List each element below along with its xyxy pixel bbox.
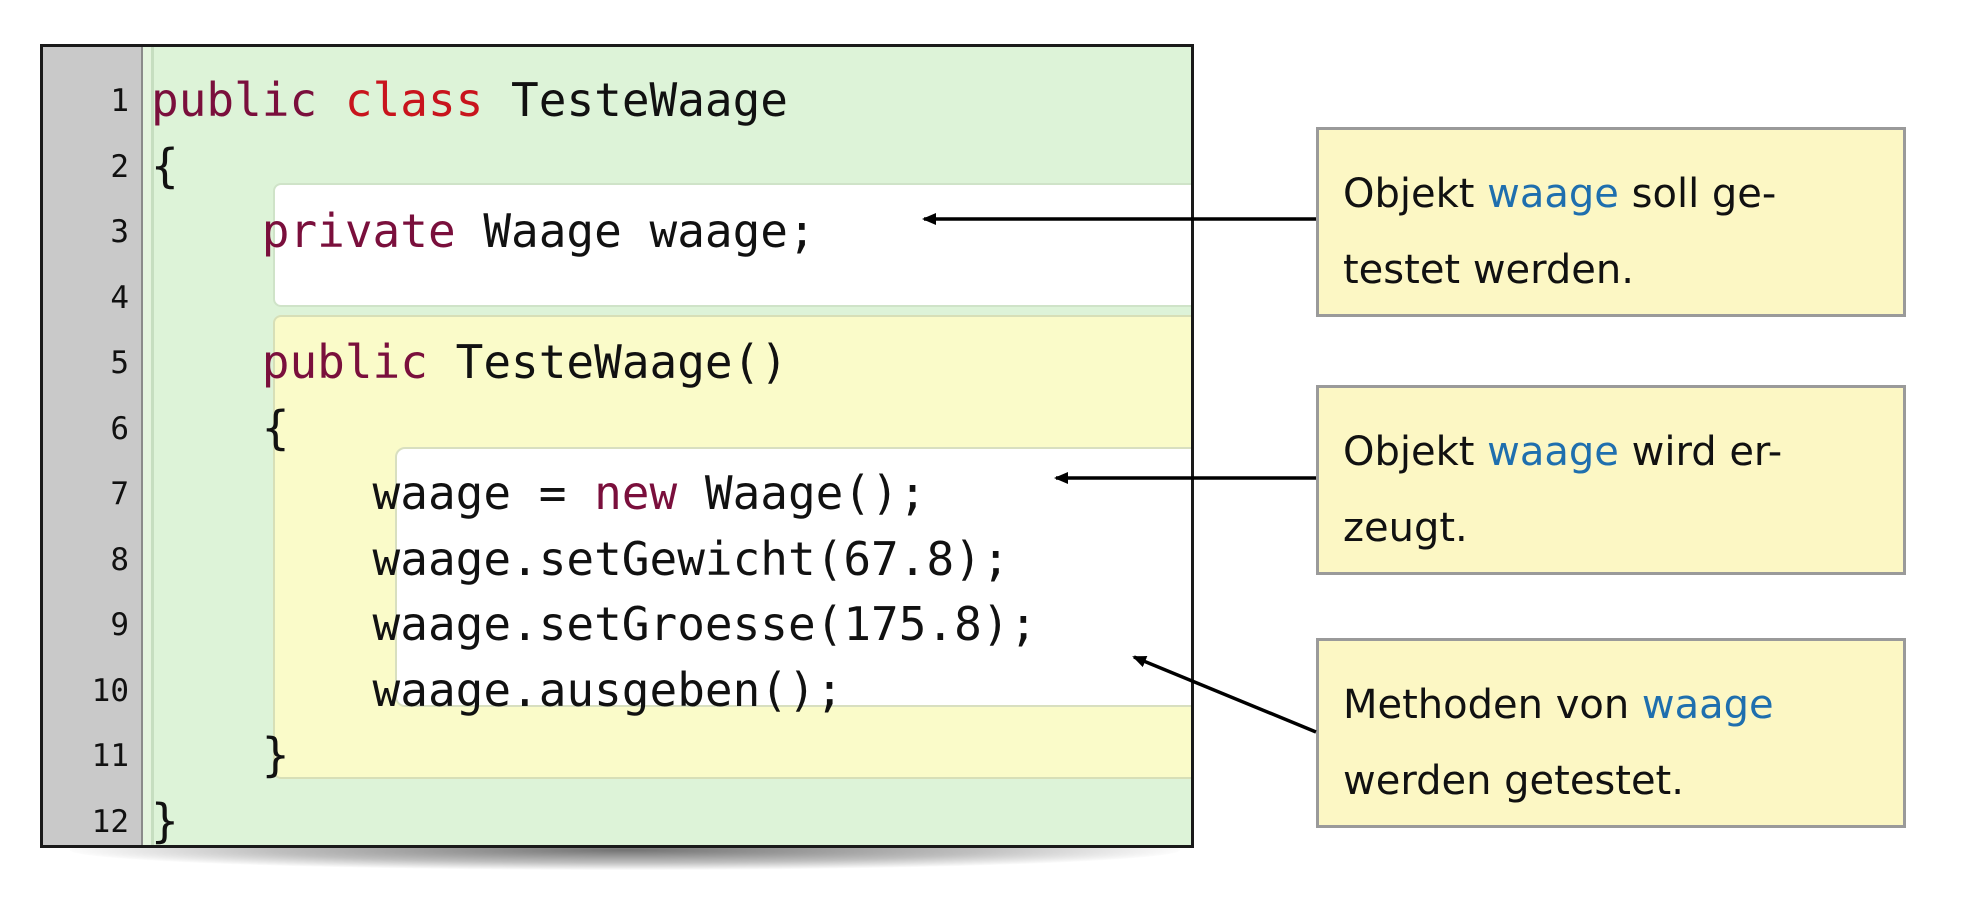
field-scope-block <box>273 183 1191 307</box>
note-test-methods: Methoden von waage werden getestet. <box>1316 638 1906 828</box>
code-keyword: public <box>261 335 428 389</box>
line-number: 3 <box>110 214 129 250</box>
code-token: Waage waage; <box>455 204 816 258</box>
arrow-to-method-calls <box>1132 655 1317 734</box>
note-highlight: waage <box>1487 171 1619 217</box>
code-line: public class TesteWaage <box>151 73 788 127</box>
note-text: zeugt. <box>1343 505 1468 551</box>
code-token: } <box>151 728 290 782</box>
line-number: 1 <box>110 83 129 119</box>
code-line: waage.ausgeben(); <box>151 662 844 717</box>
line-number: 11 <box>91 738 129 774</box>
code-line: { <box>151 139 179 193</box>
code-line: waage = new Waage(); <box>151 466 927 520</box>
code-line: { <box>151 400 290 455</box>
line-number: 2 <box>110 148 129 185</box>
code-token: waage = <box>151 466 595 520</box>
code-token: waage.setGewicht(67.8); <box>151 531 1010 586</box>
code-line: } <box>151 728 290 782</box>
note-highlight: waage <box>1487 429 1619 475</box>
line-number: 7 <box>110 476 129 512</box>
code-token: { <box>151 400 290 455</box>
code-keyword: new <box>594 466 678 520</box>
line-number: 9 <box>110 607 129 643</box>
note-text: Objekt <box>1343 429 1488 475</box>
constructor-body-block <box>395 447 1191 707</box>
code-line: public TesteWaage() <box>151 335 788 389</box>
note-highlight: waage <box>1641 682 1774 728</box>
line-number: 8 <box>110 541 129 578</box>
note-text: Methoden von <box>1343 682 1642 728</box>
code-line: } <box>151 793 179 848</box>
code-token: } <box>151 793 179 848</box>
code-keyword: class <box>344 73 484 127</box>
code-line: private Waage waage; <box>151 204 816 258</box>
line-number: 10 <box>91 672 129 709</box>
note-text: wird er- <box>1618 429 1783 475</box>
note-test-object: Objekt waage soll ge- testet werden. <box>1316 127 1906 317</box>
line-number: 6 <box>110 410 129 447</box>
note-text: testet werden. <box>1343 247 1634 293</box>
code-token: { <box>151 138 179 193</box>
code-line: waage.setGroesse(175.8); <box>151 597 1038 651</box>
code-token: waage.setGroesse(175.8); <box>151 597 1038 651</box>
code-line: waage.setGewicht(67.8); <box>151 532 1010 586</box>
code-keyword: public <box>151 73 318 127</box>
line-number: 4 <box>110 279 129 316</box>
code-token: TesteWaage() <box>427 335 788 389</box>
line-number: 5 <box>110 345 129 381</box>
code-token: TesteWaage <box>483 73 788 127</box>
line-number: 12 <box>91 803 129 840</box>
note-create-object: Objekt waage wird er- zeugt. <box>1316 385 1906 575</box>
note-text: Objekt <box>1343 171 1488 217</box>
note-text: werden getestet. <box>1343 758 1684 804</box>
note-text: soll ge- <box>1618 171 1777 217</box>
code-keyword: private <box>261 204 456 258</box>
code-token: waage.ausgeben(); <box>151 662 844 717</box>
code-token: Waage(); <box>677 466 927 520</box>
